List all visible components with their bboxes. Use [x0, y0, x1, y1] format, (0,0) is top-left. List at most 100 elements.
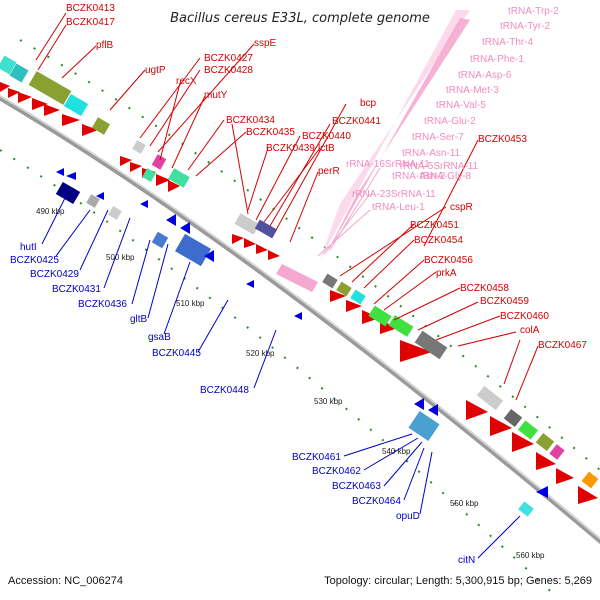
gene-arrow[interactable] — [140, 200, 148, 208]
gene-label[interactable]: recX — [176, 76, 197, 87]
gene-label[interactable]: citN — [458, 555, 475, 566]
gene-block[interactable] — [151, 231, 169, 249]
gene-arrow[interactable] — [268, 250, 280, 260]
rna-label[interactable]: tRNA-Leu-1 — [372, 202, 425, 213]
gene-label[interactable]: hutI — [20, 242, 37, 253]
gene-label[interactable]: BCZK0441 — [332, 116, 381, 127]
gene-block[interactable] — [518, 501, 534, 517]
gene-label[interactable]: BCZK0460 — [500, 311, 549, 322]
gene-arrow[interactable] — [246, 280, 254, 288]
gene-arrow[interactable] — [8, 88, 20, 98]
gene-block[interactable] — [388, 315, 414, 337]
gene-arrow[interactable] — [536, 452, 556, 470]
gene-block[interactable] — [108, 206, 122, 220]
rna-label[interactable]: tRNA-Val-5 — [436, 100, 486, 111]
gene-block[interactable] — [151, 154, 167, 170]
gene-block[interactable] — [91, 117, 111, 135]
gene-label[interactable]: BCZK0467 — [538, 340, 587, 351]
rna-label[interactable]: tRNA-Ser-7 — [412, 132, 464, 143]
gene-arrow[interactable] — [204, 250, 214, 262]
rna-label[interactable]: tRNA-Tyr-2 — [500, 21, 550, 32]
gene-block[interactable] — [350, 289, 366, 305]
gene-arrow[interactable] — [180, 222, 190, 234]
gene-arrow[interactable] — [512, 432, 534, 452]
gene-arrow[interactable] — [232, 234, 244, 244]
gene-label[interactable]: BCZK0429 — [30, 269, 79, 280]
gene-block[interactable] — [254, 219, 278, 239]
gene-arrow[interactable] — [256, 244, 268, 254]
gene-label[interactable]: bcp — [360, 98, 377, 109]
gene-label[interactable]: BCZK0436 — [78, 299, 127, 310]
gene-label[interactable]: BCZK0435 — [246, 127, 295, 138]
gene-block[interactable] — [9, 63, 29, 83]
gene-arrow[interactable] — [120, 156, 132, 166]
gene-arrow[interactable] — [32, 98, 48, 110]
gene-block[interactable] — [368, 305, 392, 327]
gene-label[interactable]: sspE — [254, 38, 277, 49]
gene-label[interactable]: gsaB — [148, 332, 171, 343]
gene-block[interactable] — [132, 140, 146, 154]
rna-label[interactable]: tRNA-Thr-4 — [482, 37, 534, 48]
gene-arrow[interactable] — [466, 400, 488, 420]
gene-label[interactable]: BCZK0440 — [302, 131, 351, 142]
gene-arrow[interactable] — [294, 312, 302, 320]
gene-block[interactable] — [408, 410, 440, 442]
rna-label[interactable]: tRNA-Phe-1 — [470, 54, 524, 65]
gene-label[interactable]: BCZK0462 — [312, 466, 361, 477]
gene-label[interactable]: BCZK0413 — [66, 3, 115, 14]
gene-arrow[interactable] — [166, 214, 176, 226]
gene-block[interactable] — [549, 444, 565, 460]
gene-label[interactable]: BCZK0461 — [292, 452, 341, 463]
gene-label[interactable]: perR — [318, 166, 340, 177]
gene-arrow[interactable] — [96, 192, 104, 200]
gene-arrow[interactable] — [130, 162, 142, 172]
gene-label[interactable]: BCZK0451 — [410, 220, 459, 231]
rrna-block[interactable] — [276, 264, 318, 292]
gene-block[interactable] — [0, 55, 17, 75]
gene-block[interactable] — [234, 213, 260, 235]
gene-arrow[interactable] — [578, 486, 598, 504]
rna-label[interactable]: tRNA-Asn-2 — [392, 171, 446, 182]
rna-label[interactable]: rRNA-5SrRNA-11 — [400, 161, 479, 172]
rna-label[interactable]: tRNA-Trp-2 — [508, 6, 559, 17]
gene-label[interactable]: gltB — [130, 314, 148, 325]
gene-block[interactable] — [535, 432, 555, 452]
rna-label[interactable]: tRNA-Gly-8 — [420, 171, 472, 182]
gene-arrow[interactable] — [62, 114, 80, 126]
gene-block[interactable] — [142, 168, 156, 182]
gene-label[interactable]: pflB — [96, 40, 114, 51]
gene-label[interactable]: lctB — [318, 143, 335, 154]
gene-block[interactable] — [336, 281, 352, 297]
gene-block[interactable] — [63, 93, 89, 117]
gene-label[interactable]: BCZK0445 — [152, 348, 201, 359]
rna-label[interactable]: tRNA-Glu-2 — [424, 116, 476, 127]
gene-label[interactable]: colA — [520, 325, 540, 336]
rna-label[interactable]: tRNA-Asn-11 — [402, 148, 461, 159]
gene-label[interactable]: ugtP — [145, 65, 166, 76]
gene-arrow[interactable] — [330, 290, 346, 302]
gene-label[interactable]: BCZK0431 — [52, 284, 101, 295]
gene-label[interactable]: BCZK0428 — [204, 65, 253, 76]
gene-block[interactable] — [322, 273, 338, 289]
gene-arrow[interactable] — [346, 300, 362, 312]
gene-arrow[interactable] — [168, 180, 180, 192]
gene-label[interactable]: opuD — [396, 511, 420, 522]
gene-label[interactable]: BCZK0454 — [414, 235, 463, 246]
gene-label[interactable]: BCZK0439 — [266, 143, 315, 154]
gene-arrow[interactable] — [490, 416, 512, 436]
gene-arrow[interactable] — [156, 174, 170, 186]
gene-block[interactable] — [518, 420, 538, 440]
gene-label[interactable]: BCZK0427 — [204, 53, 253, 64]
gene-block[interactable] — [175, 233, 211, 267]
gene-block[interactable] — [476, 385, 504, 411]
gene-label[interactable]: BCZK0464 — [352, 496, 401, 507]
gene-label[interactable]: BCZK0417 — [66, 17, 115, 28]
gene-arrow[interactable] — [82, 124, 98, 136]
gene-arrow[interactable] — [0, 82, 10, 92]
gene-label[interactable]: prkA — [436, 268, 457, 279]
gene-label[interactable]: cspR — [450, 202, 473, 213]
gene-label[interactable]: BCZK0425 — [10, 255, 59, 266]
gene-block[interactable] — [28, 71, 72, 105]
rna-label[interactable]: tRNA-Asp-6 — [458, 70, 512, 81]
gene-arrow[interactable] — [244, 238, 256, 248]
